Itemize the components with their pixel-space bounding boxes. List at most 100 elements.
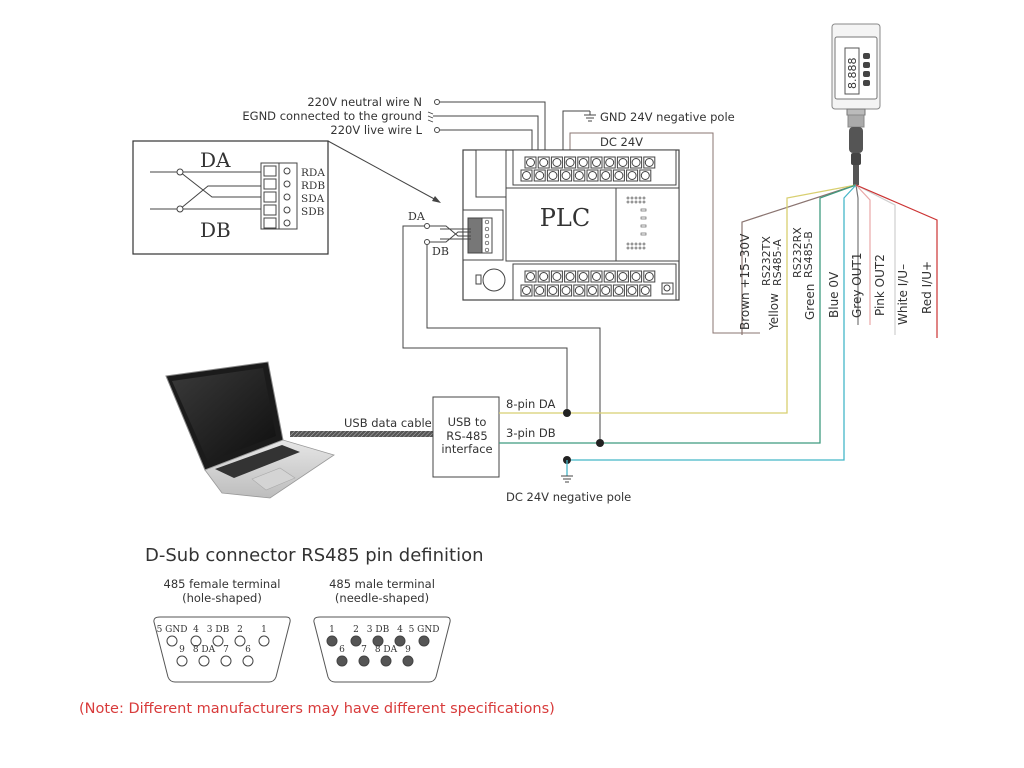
dsub-pin-label: 3 DB xyxy=(207,625,230,635)
dsub-pin-label: 2 xyxy=(353,625,359,635)
plc-terminal xyxy=(520,284,533,297)
plc-terminal xyxy=(573,284,586,297)
dsub-pin xyxy=(198,655,210,667)
plc-terminal xyxy=(630,270,643,283)
rs485-terminal-inset: DA DB RDA RDB SDA SDB xyxy=(132,140,441,255)
plc-terminal xyxy=(537,156,550,169)
dsub-pin-label: 7 xyxy=(361,645,367,655)
dsub-pin xyxy=(358,655,370,667)
wire-label-white: White I/U– xyxy=(896,264,910,325)
plc-terminal xyxy=(626,169,639,182)
junction-da xyxy=(563,409,571,417)
sensor-wire-pink xyxy=(855,184,871,325)
db-line xyxy=(426,245,601,443)
dc24-negative-label: DC 24V negative pole xyxy=(506,490,631,504)
inset-db-label: DB xyxy=(200,218,231,242)
plc-terminal xyxy=(612,169,625,182)
dsub-pin-label: 5 GND xyxy=(409,625,440,635)
neutral-wire-label: 220V neutral wire N xyxy=(307,95,422,109)
plc-terminal xyxy=(616,156,629,169)
earth-ground-icon xyxy=(427,111,434,123)
dsub-title: D-Sub connector RS485 pin definition xyxy=(145,545,484,566)
plc-terminal xyxy=(586,169,599,182)
plc-terminal xyxy=(577,156,590,169)
plc-terminal xyxy=(564,156,577,169)
plc-terminal xyxy=(586,284,599,297)
wire-label-green-f2: RS485-B xyxy=(802,231,815,278)
female-subtitle: (hole-shaped) xyxy=(182,591,262,605)
plc-terminal xyxy=(573,169,586,182)
dsub-pin xyxy=(242,655,254,667)
dsub-pin xyxy=(212,635,224,647)
neutral-terminal-icon xyxy=(434,99,440,105)
wire-label-blue: Blue 0V xyxy=(827,271,841,318)
wire-label-yellow-f2: RS485-A xyxy=(771,239,784,286)
dsub-pin xyxy=(176,655,188,667)
plc-center-panel xyxy=(505,187,680,262)
sensor-wire-blue xyxy=(843,184,857,200)
plc-terminal xyxy=(603,156,616,169)
dsub-pin xyxy=(220,655,232,667)
male-connector-shell xyxy=(313,616,451,683)
plc-terminal xyxy=(520,169,533,182)
sensor-cable xyxy=(853,165,859,185)
plc-terminal xyxy=(626,284,639,297)
male-title: 485 male terminal xyxy=(329,577,435,591)
dsub-pin xyxy=(258,635,270,647)
sensor-wire-grey xyxy=(855,184,859,325)
sensor-buttons[interactable] xyxy=(863,53,870,86)
sensor-display xyxy=(844,47,860,95)
dsub-pin-label: 7 xyxy=(223,645,229,655)
plc-terminals xyxy=(520,156,656,297)
plc-terminal xyxy=(643,270,656,283)
plc-terminal xyxy=(524,156,537,169)
dsub-pin-label: 5 GND xyxy=(157,625,188,635)
sensor-device: 8.888 Brown +15–30V Yellow RS232TX RS485… xyxy=(738,23,938,338)
plc-terminal xyxy=(643,156,656,169)
da-bus-yellow xyxy=(499,200,788,414)
dsub-pin-label: 6 xyxy=(245,645,251,655)
callout-arrow xyxy=(327,140,439,202)
dc24-wire xyxy=(569,132,760,334)
inset-da-node xyxy=(176,168,184,176)
laptop-icon xyxy=(165,361,335,499)
wire-label-pink: Pink OUT2 xyxy=(873,254,887,316)
dsub-pin-label: 8 DA xyxy=(193,645,216,655)
plc-terminal xyxy=(577,270,590,283)
plc-terminal xyxy=(533,169,546,182)
plc-terminal xyxy=(630,156,643,169)
plc-terminal xyxy=(612,284,625,297)
live-wire-label: 220V live wire L xyxy=(330,123,422,137)
wire-label-green: Green xyxy=(803,284,817,320)
ground-symbol-icon xyxy=(561,475,573,483)
plc-terminal xyxy=(639,169,652,182)
female-connector-shell xyxy=(153,616,291,683)
plc-terminal xyxy=(590,270,603,283)
egnd-wire xyxy=(433,115,539,158)
plc-terminal xyxy=(603,270,616,283)
sensor-display-value: 8.888 xyxy=(846,58,859,90)
plc-terminal xyxy=(599,284,612,297)
dsub-pin xyxy=(418,635,430,647)
plc-terminal xyxy=(560,169,573,182)
pin-da-label: 8-pin DA xyxy=(506,397,556,411)
inset-db-node xyxy=(176,205,184,213)
dsub-pin xyxy=(190,635,202,647)
dsub-pin xyxy=(166,635,178,647)
dsub-pin-label: 1 xyxy=(329,625,335,635)
gnd24-label: GND 24V negative pole xyxy=(600,110,735,124)
plc-terminal xyxy=(524,270,537,283)
plc-terminal xyxy=(560,284,573,297)
interface-line-1: USB to xyxy=(448,415,487,429)
plc-terminal xyxy=(550,156,563,169)
dsub-pin-label: 9 xyxy=(405,645,411,655)
pin-db-label: 3-pin DB xyxy=(506,426,556,440)
plc-label: PLC xyxy=(540,204,590,232)
inset-da-label: DA xyxy=(200,148,231,172)
manufacturer-note: (Note: Different manufacturers may have … xyxy=(79,701,555,717)
plc-terminal xyxy=(546,169,559,182)
wire-label-brown: Brown +15–30V xyxy=(738,233,752,330)
wire-labels: Brown +15–30V Yellow RS232TX RS485-A Gre… xyxy=(738,227,934,331)
plc-terminal xyxy=(639,284,652,297)
